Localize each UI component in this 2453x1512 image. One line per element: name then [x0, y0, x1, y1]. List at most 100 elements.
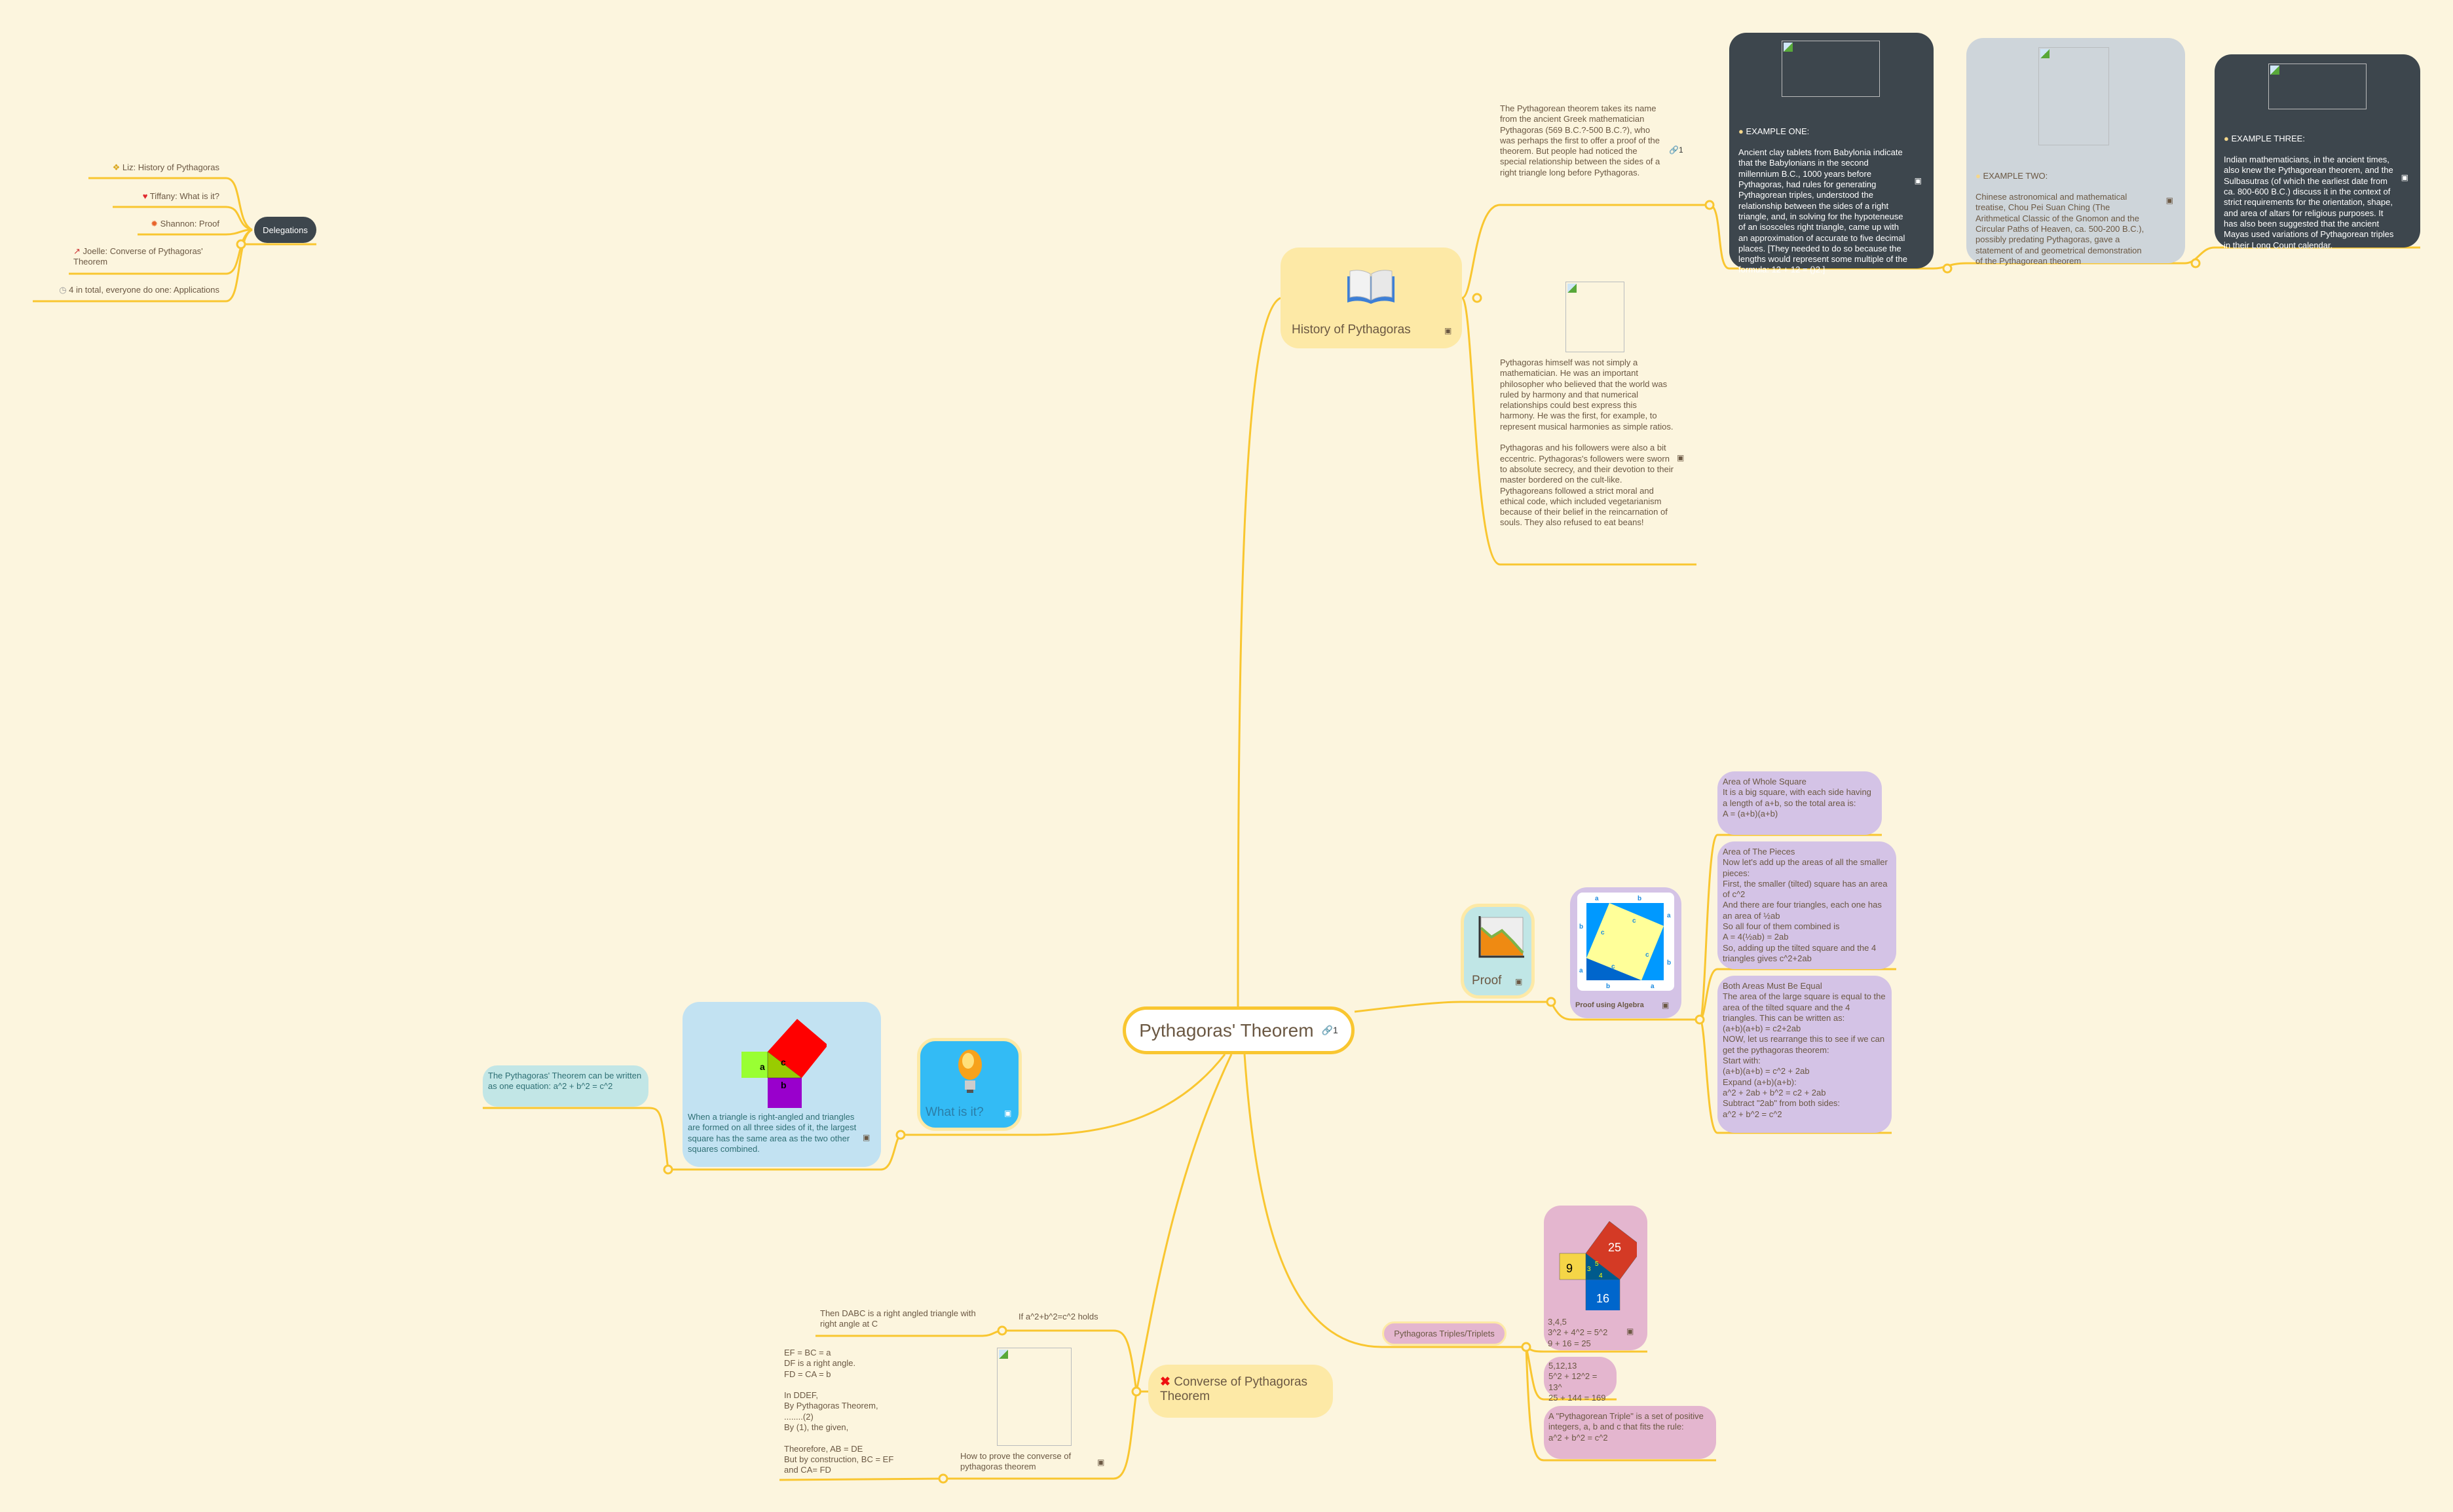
what-title: What is it? [926, 1105, 984, 1119]
clock-icon: ◷ [59, 285, 69, 295]
label-c: c [781, 1057, 786, 1067]
image-icon[interactable]: ▣ [1004, 1109, 1012, 1118]
triples-topic[interactable]: Pythagoras Triples/Triplets [1382, 1321, 1507, 1346]
what-topic[interactable]: What is it? ▣ [917, 1038, 1022, 1131]
broken-image [1565, 282, 1624, 352]
broken-image [2268, 64, 2367, 109]
delegation-text: Shannon: Proof [160, 219, 219, 229]
link-icon[interactable]: 🔗1 [1669, 145, 1683, 155]
what-description-card[interactable]: a c b When a triangle is right-angled an… [683, 1002, 881, 1167]
philosopher-text: Pythagoras himself was not simply a math… [1500, 358, 1674, 528]
proof-topic[interactable]: Proof ▣ [1461, 904, 1535, 999]
image-icon[interactable]: ▣ [1444, 326, 1452, 335]
side-c: 5 [1595, 1261, 1599, 1268]
history-intro[interactable]: The Pythagorean theorem takes its name f… [1500, 103, 1660, 177]
converse-how-text: How to prove the converse of pythagoras … [960, 1451, 1072, 1472]
lightbulb-icon: ● [1738, 126, 1746, 136]
triple-51213-card[interactable]: 5,12,13 5^2 + 12^2 = 13^ 25 + 144 = 169 [1544, 1357, 1617, 1403]
example-body: Chinese astronomical and mathematical tr… [1976, 192, 2144, 266]
triples-title: Pythagoras Triples/Triplets [1394, 1329, 1495, 1338]
triple-345-diagram: 9 16 25 3 5 4 [1559, 1221, 1637, 1310]
label-b: b [1579, 923, 1583, 931]
delegation-item[interactable]: ◷ 4 in total, everyone do one: Applicati… [33, 285, 219, 295]
lightbulb-icon [958, 1050, 982, 1093]
proof-algebra-node[interactable]: a b a b b a b a c c c c Proof using Alge… [1570, 887, 1681, 1018]
image-icon[interactable]: ▣ [1097, 1458, 1105, 1467]
history-topic[interactable]: History of Pythagoras ▣ [1281, 248, 1462, 348]
square-b-area: 16 [1596, 1292, 1609, 1305]
people-icon: ❖ [112, 162, 122, 172]
example-body: Indian mathematicians, in the ancient ti… [2224, 155, 2394, 250]
square-a-area: 9 [1566, 1262, 1573, 1275]
label-a: a [760, 1061, 765, 1072]
image-icon[interactable]: ▣ [2401, 173, 2408, 182]
converse-title: Converse of Pythagoras Theorem [1160, 1375, 1308, 1403]
central-title: Pythagoras' Theorem [1139, 1020, 1314, 1041]
converse-if[interactable]: If a^2+b^2=c^2 holds [1019, 1312, 1098, 1321]
broken-image [2038, 47, 2109, 145]
delegation-item[interactable]: ↗ Joelle: Converse of Pythagoras' Theore… [73, 246, 221, 268]
link-icon[interactable]: 🔗1 [1321, 1025, 1338, 1035]
image-icon[interactable]: ▣ [1677, 453, 1685, 462]
chart-icon: ↗ [73, 246, 83, 256]
area-whole-card[interactable]: Area of Whole Square It is a big square,… [1717, 771, 1882, 835]
example-heading: EXAMPLE ONE: [1746, 126, 1810, 136]
delegation-item[interactable]: ❖ Liz: History of Pythagoras [88, 162, 219, 173]
example-heading: EXAMPLE TWO: [1983, 170, 2048, 181]
label-b: b [781, 1080, 787, 1090]
triple-definition-card[interactable]: A "Pythagorean Triple" is a set of posit… [1544, 1406, 1716, 1459]
delegation-item[interactable]: ♥ Tiffany: What is it? [113, 191, 219, 202]
converse-then[interactable]: Then DABC is a right angled triangle wit… [820, 1308, 976, 1329]
label-a: a [1595, 895, 1599, 902]
side-b: 4 [1599, 1272, 1603, 1280]
converse-topic[interactable]: ✖ Converse of Pythagoras Theorem [1148, 1365, 1333, 1418]
book-icon [1347, 270, 1395, 304]
what-description: When a triangle is right-angled and tria… [688, 1112, 857, 1154]
example-two-card[interactable]: ● EXAMPLE TWO: Chinese astronomical and … [1966, 38, 2185, 266]
delegations-label: Delegations [263, 225, 308, 235]
image-icon[interactable]: ▣ [1515, 977, 1523, 986]
lightbulb-icon: ● [1976, 170, 1983, 181]
label-a: a [1579, 967, 1583, 974]
equation-card[interactable]: The Pythagoras' Theorem can be written a… [483, 1065, 648, 1107]
example-three-card[interactable]: ● EXAMPLE THREE: Indian mathematicians, … [2215, 54, 2420, 250]
philosopher-node[interactable]: Pythagoras himself was not simply a math… [1493, 282, 1696, 563]
link-count: 1 [1332, 1025, 1338, 1035]
image-icon[interactable]: ▣ [1914, 176, 1922, 185]
delegations-node[interactable]: Delegations [254, 217, 316, 243]
example-body: Ancient clay tablets from Babylonia indi… [1738, 147, 1907, 275]
delegation-text: Tiffany: What is it? [149, 191, 219, 201]
image-icon[interactable]: ▣ [863, 1133, 871, 1142]
label-a: a [1667, 912, 1671, 919]
history-title: History of Pythagoras [1292, 323, 1411, 337]
triple-345-card[interactable]: 9 16 25 3 5 4 3,4,5 3^2 + 4^2 = 5^2 9 + … [1544, 1206, 1647, 1350]
label-c: c [1601, 929, 1605, 936]
converse-steps[interactable]: EF = BC = a DF is a right angle. FD = CA… [784, 1348, 894, 1475]
central-topic[interactable]: Pythagoras' Theorem 🔗1 [1123, 1006, 1355, 1054]
right-triangle-diagram: a c b [741, 1019, 827, 1108]
broken-image [1782, 41, 1880, 97]
area-pieces-card[interactable]: Area of The Pieces Now let's add up the … [1717, 841, 1896, 969]
label-c: c [1611, 963, 1615, 970]
label-a: a [1651, 983, 1655, 990]
chart-image [1478, 916, 1524, 958]
image-icon[interactable]: ▣ [2165, 196, 2173, 205]
areas-equal-card[interactable]: Both Areas Must Be Equal The area of the… [1717, 976, 1892, 1133]
example-one-card[interactable]: ● EXAMPLE ONE: Ancient clay tablets from… [1729, 33, 1934, 274]
image-icon[interactable]: ▣ [1662, 1001, 1670, 1010]
broken-image [997, 1348, 1072, 1446]
converse-how-node[interactable]: How to prove the converse of pythagoras … [956, 1348, 1114, 1477]
label-b: b [1606, 983, 1610, 990]
link-count: 1 [1678, 145, 1683, 155]
triple-345-text: 3,4,5 3^2 + 4^2 = 5^2 9 + 16 = 25 [1548, 1317, 1608, 1348]
algebra-square-diagram: a b a b b a b a c c c c [1577, 893, 1674, 991]
burst-icon: ✹ [151, 219, 160, 229]
delegation-text: 4 in total, everyone do one: Application… [69, 285, 219, 295]
delegation-item[interactable]: ✹ Shannon: Proof [138, 219, 219, 229]
label-b: b [1638, 895, 1641, 902]
label-c: c [1645, 951, 1649, 959]
side-a: 3 [1587, 1266, 1591, 1273]
square-c-area: 25 [1608, 1241, 1621, 1254]
delegation-text: Liz: History of Pythagoras [122, 162, 219, 172]
image-icon[interactable]: ▣ [1626, 1327, 1634, 1336]
